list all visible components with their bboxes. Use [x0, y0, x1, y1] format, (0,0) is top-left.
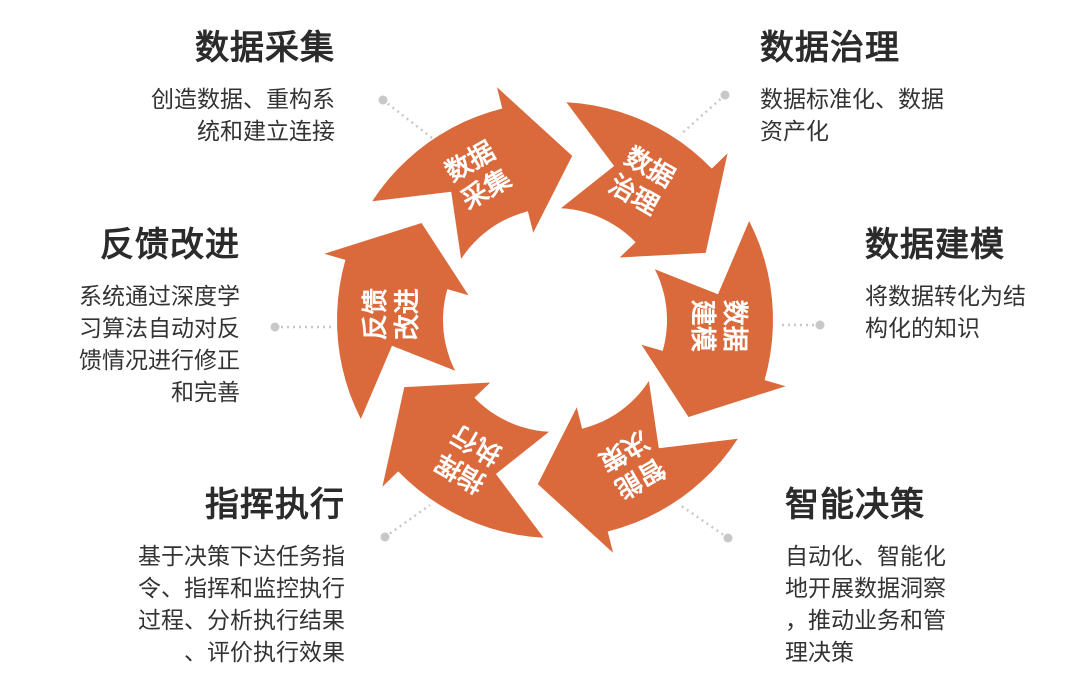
step-desc-line: ，推动业务和管	[785, 608, 946, 634]
step-block-data-governance: 数据治理 数据标准化、数据 资产化	[760, 28, 944, 148]
step-desc-line: 数据标准化、数据	[760, 87, 944, 113]
step-desc-line: 构化的知识	[865, 316, 980, 342]
step-block-feedback-improvement: 反馈改进 系统通过深度学 习算法自动对反 馈情况进行修正 和完善	[79, 225, 240, 409]
arrow-segment-command-execution	[382, 382, 550, 538]
arrow-segment-feedback-improvement	[324, 223, 469, 419]
connector-line-smart-decision	[679, 503, 729, 540]
step-desc-line: 馈情况进行修正	[79, 348, 240, 374]
step-title: 智能决策	[785, 485, 925, 525]
arrow-label-line: 改进	[392, 288, 423, 340]
connector-dot-feedback-improvement	[270, 322, 280, 332]
arrow-label-line: 反馈	[361, 288, 391, 340]
step-desc-line: 习算法自动对反	[79, 316, 240, 342]
connector-dot-data-modeling	[815, 320, 825, 330]
connector-line-data-collection	[382, 99, 433, 139]
step-title: 反馈改进	[100, 225, 240, 265]
step-desc-line: 理决策	[785, 640, 854, 666]
arrow-label-feedback-improvement: 反馈改进	[361, 288, 423, 340]
step-desc-line: 令、指挥和监控执行	[138, 576, 345, 602]
connector-dot-data-governance	[720, 90, 730, 100]
arrow-segment-smart-decision	[537, 381, 738, 553]
step-block-data-modeling: 数据建模 将数据转化为结 构化的知识	[865, 225, 1026, 345]
step-desc-line: 创造数据、重构系	[151, 87, 335, 113]
step-block-smart-decision: 智能决策 自动化、智能化 地开展数据洞察 ，推动业务和管 理决策	[785, 485, 946, 669]
step-desc-line: 过程、分析执行结果	[138, 608, 345, 634]
connector-dot-smart-decision	[723, 533, 733, 543]
arrow-label-line: 数据	[719, 300, 749, 352]
arrow-segment-data-governance	[560, 102, 728, 258]
step-title: 数据治理	[760, 28, 900, 68]
step-title: 数据建模	[865, 225, 1005, 265]
step-desc-line: 和完善	[171, 380, 240, 406]
connector-dot-command-execution	[380, 532, 390, 542]
step-desc-line: 地开展数据洞察	[785, 576, 946, 602]
step-desc-line: 自动化、智能化	[785, 544, 946, 570]
step-desc-line: 统和建立连接	[197, 119, 335, 145]
step-block-data-collection: 数据采集 创造数据、重构系 统和建立连接	[151, 28, 335, 148]
arrow-segment-data-collection	[372, 87, 573, 259]
connector-dot-data-collection	[378, 95, 388, 105]
step-desc-line: 将数据转化为结	[865, 284, 1026, 310]
step-title: 数据采集	[195, 28, 335, 68]
arrow-label-data-modeling: 数据建模	[687, 300, 749, 353]
step-desc-line: 系统通过深度学	[79, 284, 240, 310]
arrow-segment-data-modeling	[641, 221, 786, 417]
step-title: 指挥执行	[205, 485, 345, 525]
connector-line-command-execution	[384, 503, 431, 539]
step-desc-line: 基于决策下达任务指	[138, 544, 345, 570]
step-block-command-execution: 指挥执行 基于决策下达任务指 令、指挥和监控执行 过程、分析执行结果 、评价执行…	[138, 485, 345, 669]
arrow-label-line: 建模	[687, 300, 717, 353]
connector-line-data-governance	[679, 94, 726, 136]
step-desc-line: 、评价执行效果	[184, 640, 345, 666]
step-desc-line: 资产化	[760, 119, 829, 145]
